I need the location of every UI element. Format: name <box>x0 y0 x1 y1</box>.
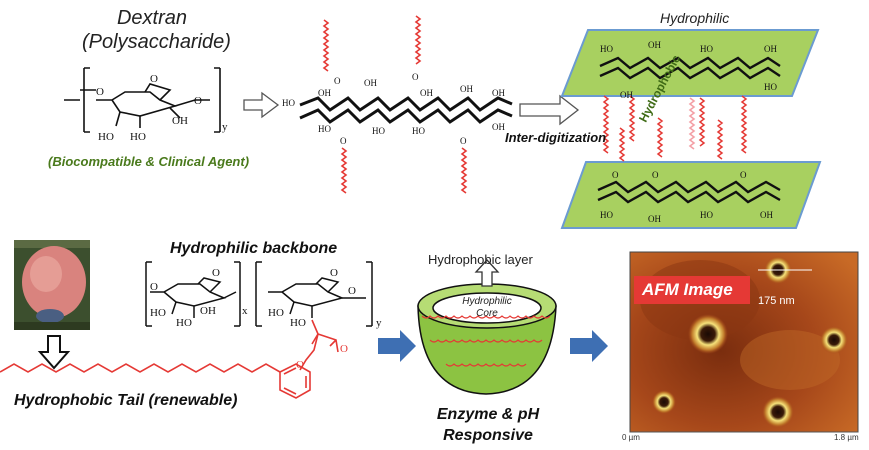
micelle-shell <box>417 283 557 395</box>
svg-text:HO: HO <box>700 210 713 220</box>
svg-text:OH: OH <box>648 40 661 50</box>
upper-leaflet <box>560 29 820 97</box>
svg-text:OH: OH <box>492 88 505 98</box>
svg-text:O: O <box>740 170 747 180</box>
svg-text:HO: HO <box>290 317 306 329</box>
interdigitated-springs <box>602 95 748 162</box>
blue-arrow-2 <box>570 330 608 362</box>
dextran-ho-2: HO <box>130 131 146 143</box>
alkyl-springs-top <box>322 15 468 194</box>
afm-particle <box>652 390 676 414</box>
core-label-line1: Hydrophilic <box>462 296 512 307</box>
down-arrow <box>37 335 71 370</box>
subscript-y-top: y <box>222 121 228 133</box>
svg-text:OH: OH <box>760 210 773 220</box>
pink-spring <box>688 97 696 150</box>
svg-text:O: O <box>412 72 419 82</box>
svg-text:O: O <box>334 76 341 86</box>
hydrophobic-tail-structure <box>0 319 339 399</box>
hydrophobic-layer-label: Hydrophobic layer <box>428 252 533 267</box>
afm-title: AFM Image <box>642 280 733 299</box>
open-arrow-1 <box>243 91 280 119</box>
dextran-o-right: O <box>194 95 202 107</box>
dextran-title-line2: (Polysaccharide) <box>82 31 231 53</box>
svg-text:OH: OH <box>318 88 331 98</box>
dextran-title: Dextran (Polysaccharide) <box>82 6 231 54</box>
afm-scale-label: 175 nm <box>758 295 795 307</box>
dextran-monomer-structure <box>64 67 221 133</box>
cashew-apple-photo <box>14 240 90 330</box>
dextran-o-left: O <box>96 86 104 98</box>
svg-text:OH: OH <box>492 122 505 132</box>
dextran-oh: OH <box>172 115 188 127</box>
dextran-tagline: (Biocompatible & Clinical Agent) <box>48 154 250 169</box>
interdigitization-label: Inter-digitization <box>505 130 607 145</box>
svg-text:O: O <box>296 359 304 371</box>
leaflet-labels: HO OH HO OH OH HO O O O HO OH HO OH <box>600 40 777 224</box>
svg-text:O: O <box>460 136 467 146</box>
grafted-chain-labels: HO OH HO OH HO OH HO OH OH OH O O O O <box>282 72 505 146</box>
dextran-ring-o: O <box>150 73 158 85</box>
dextran-title-line1: Dextran <box>116 7 188 29</box>
svg-text:HO: HO <box>700 44 713 54</box>
svg-text:HO: HO <box>600 44 613 54</box>
svg-text:HO: HO <box>318 124 331 134</box>
afm-particle <box>688 314 728 354</box>
svg-text:HO: HO <box>764 82 777 92</box>
hydrophilic-core-label: Hydrophilic Core <box>445 296 529 320</box>
svg-text:HO: HO <box>150 307 166 319</box>
svg-text:HO: HO <box>600 210 613 220</box>
svg-text:OH: OH <box>620 90 633 100</box>
open-arrow-2 <box>519 94 580 126</box>
micelle-caption: Enzyme & pH Responsive <box>430 404 546 446</box>
afm-axis-left: 0 µm <box>622 433 640 442</box>
svg-text:HO: HO <box>282 98 295 108</box>
hydrophilic-label: Hydrophilic <box>660 10 730 26</box>
afm-particle <box>762 396 794 428</box>
dextran-ho-1: HO <box>98 131 114 143</box>
svg-text:O: O <box>340 136 347 146</box>
subscript-x: x <box>242 305 248 317</box>
svg-text:O: O <box>150 281 158 293</box>
micelle-caption-line2: Responsive <box>443 427 533 444</box>
svg-text:O: O <box>652 170 659 180</box>
svg-text:OH: OH <box>764 44 777 54</box>
grafted-chain <box>299 96 513 124</box>
svg-text:O: O <box>348 285 356 297</box>
afm-particle <box>820 326 848 354</box>
svg-text:OH: OH <box>364 78 377 88</box>
svg-text:OH: OH <box>420 88 433 98</box>
backbone-labels: O O O HO HO OH HO HO O <box>150 267 356 329</box>
hydrophilic-backbone-label: Hydrophilic backbone <box>170 240 338 257</box>
backbone-structure <box>145 261 373 327</box>
up-arrow <box>474 259 500 287</box>
blue-arrow-1 <box>378 330 416 362</box>
svg-text:O: O <box>612 170 619 180</box>
afm-axis-right: 1.8 µm <box>834 433 859 442</box>
svg-text:O: O <box>330 267 338 279</box>
lower-leaflet <box>560 161 822 229</box>
hydrophobic-tail-label: Hydrophobic Tail (renewable) <box>14 392 238 409</box>
afm-label-box <box>634 276 750 304</box>
svg-text:HO: HO <box>372 126 385 136</box>
svg-text:HO: HO <box>176 317 192 329</box>
svg-text:OH: OH <box>460 84 473 94</box>
svg-text:OH: OH <box>648 214 661 224</box>
svg-text:HO: HO <box>268 307 284 319</box>
linker-labels: O O <box>296 343 348 371</box>
svg-text:O: O <box>340 343 348 355</box>
core-label-line2: Core <box>476 308 498 319</box>
afm-image <box>629 251 859 446</box>
subscript-y-bottom: y <box>376 317 382 329</box>
svg-text:O: O <box>212 267 220 279</box>
svg-text:OH: OH <box>200 305 216 317</box>
micelle-caption-line1: Enzyme & pH <box>436 406 540 423</box>
svg-text:HO: HO <box>412 126 425 136</box>
